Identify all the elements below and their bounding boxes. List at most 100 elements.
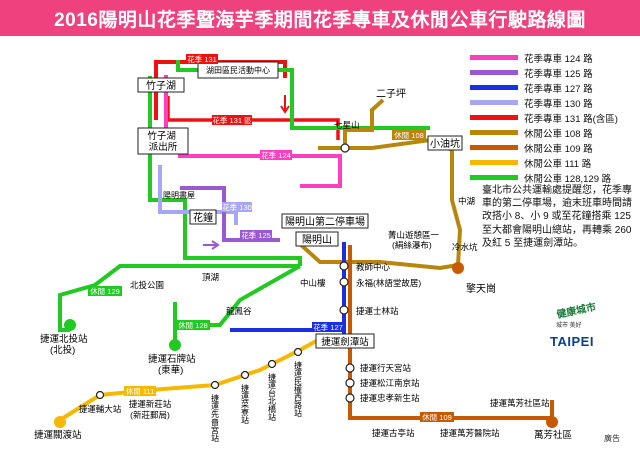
legend-swatch [470, 85, 518, 90]
legend-item: 花季專車 125 路 [470, 65, 638, 80]
tag-129: 休閒 129 [90, 286, 120, 296]
station-zhongshan-lou: 中山樓 [300, 278, 326, 288]
tag-131: 花季 131 [187, 54, 217, 64]
legend-label: 花季專車 125 路 [524, 68, 593, 80]
station-jiaoshi: 教師中心 [356, 262, 391, 272]
station-wanfang-comm: 捷運萬芳社區站 [490, 398, 550, 408]
legend-label: 休閒公車 128,129 路 [524, 173, 612, 185]
legend-item: 休閒公車 109 路 [470, 140, 638, 155]
legend-item: 花季專車 131 路(含區) [470, 110, 638, 125]
station-shipai: 捷運石牌站(東華) [148, 353, 196, 376]
station-jingshan: 菁山遊憩區一(絹絲瀑布) [388, 230, 440, 250]
station-yangmingshan: 陽明山 [302, 234, 332, 246]
notice-text: 臺北市公共運輸處提醒您，花季專車的第二停車場，逾末班車時間請改搭小 8、小 9 … [482, 185, 632, 249]
station-yongfu: 永福(林語堂故居) [356, 278, 421, 288]
footnote: 廣告 [604, 434, 620, 443]
station-xianse: 捷運先嗇宮站 [211, 393, 220, 443]
legend-swatch [470, 115, 518, 120]
logo-name: TAIPEI [550, 334, 594, 349]
legend-label: 花季專車 130 路 [524, 98, 593, 110]
station-zhuzihu: 竹子湖 [146, 79, 176, 92]
station-qingtiangang: 擎天崗 [466, 282, 496, 295]
logo-brand: 健康城市 [555, 301, 598, 321]
logo-sub: 城市 美好 [556, 323, 582, 329]
arrow-right-icon [203, 240, 220, 250]
station-flower-clock: 花鐘 [193, 211, 213, 224]
tag-108: 休閒 108 [394, 130, 424, 140]
tag-111: 休閒 111 [126, 386, 154, 396]
tag-130: 花季 130 [222, 202, 252, 212]
station-lengshuikeng: 冷水坑 [452, 242, 478, 252]
legend-item: 休閒公車 111 路 [470, 155, 638, 170]
tag-109: 休閒 109 [422, 412, 452, 422]
station-dingwan: 頂湖 [202, 272, 219, 282]
legend-label: 花季專車 124 路 [524, 53, 593, 65]
legend-item: 花季專車 127 路 [470, 80, 638, 95]
station-dot-beitou [64, 319, 76, 331]
station-minquan: 捷運民權西路站 [294, 360, 303, 418]
legend-swatch [470, 160, 518, 165]
station-zhonghu: 中湖 [458, 196, 475, 206]
station-guandu: 捷運關渡站 [34, 429, 82, 441]
legend-item: 休閒公車 128,129 路 [470, 170, 638, 185]
legend-item: 休閒公車 108 路 [470, 125, 638, 140]
route-128-129-line [58, 60, 430, 340]
station-dot-wanfang [546, 416, 558, 428]
station-xingtian: 捷運行天宮站 [360, 363, 412, 373]
legend-swatch [470, 70, 518, 75]
station-zhuzihu-police-l2: 派出所 [149, 141, 178, 153]
legend-item: 花季專車 124 路 [470, 50, 638, 65]
tag-124: 花季 124 [261, 150, 291, 160]
station-dot-guandu [54, 416, 66, 428]
tag-131b: 花季 131 區 [212, 115, 252, 125]
tag-128: 休閒 128 [178, 320, 208, 330]
legend-swatch [470, 145, 518, 150]
legend-label: 休閒公車 111 路 [524, 158, 592, 170]
map-title: 2016陽明山花季暨海芋季期間花季專車及休閒公車行駛路線圖 [54, 9, 586, 31]
station-taibei-bridge: 捷運台北橋站 [268, 372, 277, 422]
tag-125: 花季 125 [241, 230, 271, 240]
legend-label: 休閒公車 109 路 [524, 143, 593, 155]
station-dot-shipai [169, 339, 181, 351]
station-beitou: 捷運北投站(北投) [40, 333, 88, 356]
station-zhongxiao: 捷運忠孝新生站 [360, 393, 420, 403]
station-yangming-bookstore: 陽明書屋 [163, 190, 195, 200]
station-parking2: 陽明山第二停車場 [285, 215, 365, 228]
station-xiaoyoukeng: 小油坑 [430, 137, 460, 150]
station-songjiang: 捷運松江南京站 [360, 378, 420, 388]
station-zhuzihu-police: 竹子湖 派出所 [147, 130, 178, 153]
station-dongmen: 捷運萬芳醫院站 [440, 428, 500, 438]
legend-label: 花季專車 127 路 [524, 83, 593, 95]
station-beitou-park: 北投公園 [130, 280, 164, 290]
station-sanchong: 捷運菜寮站 [241, 383, 250, 425]
vertical-station-labels: 捷運先嗇宮站 捷運菜寮站 捷運台北橋站 捷運民權西路站 [211, 360, 303, 443]
legend-swatch [470, 100, 518, 105]
station-xinzhuang: 捷運新莊站(新莊郵局) [129, 399, 172, 420]
station-jiantan: 捷運劍潭站 [321, 336, 369, 348]
station-guting: 捷運古亭站 [372, 428, 415, 438]
legend-label: 休閒公車 108 路 [524, 128, 593, 140]
station-erziping: 二子坪 [376, 87, 406, 100]
station-huguo-center: 湖田區民活動中心 [206, 65, 270, 75]
route-legend: 花季專車 124 路 花季專車 125 路 花季專車 127 路 花季專車 13… [470, 50, 638, 185]
legend-swatch [470, 175, 518, 180]
taipei-logo: 健康城市 城市 美好 TAIPEI [536, 300, 608, 362]
legend-item: 花季專車 130 路 [470, 95, 638, 110]
legend-swatch [470, 55, 518, 60]
title-bar: 2016陽明山花季暨海芋季期間花季專車及休閒公車行駛路線圖 [0, 0, 640, 36]
route-124-line [164, 75, 342, 188]
arrow-down-icon [280, 95, 290, 114]
station-xinbeitou: 捷運輔大站 [79, 404, 122, 414]
legend-label: 花季專車 131 路(含區) [524, 113, 618, 125]
station-qixingshan: 七星山 [334, 120, 360, 130]
route-131-inner-line [166, 96, 340, 140]
station-dot-qingtiangang [452, 262, 464, 274]
station-wanfang: 萬芳社區 [534, 429, 572, 441]
station-zhuzihu-police-l1: 竹子湖 [147, 130, 176, 142]
tag-127: 花季 127 [313, 322, 343, 332]
legend-swatch [470, 130, 518, 135]
station-shilin: 捷運士林站 [356, 306, 399, 316]
route-tags: 花季 131 花季 131 區 花季 124 花季 130 花季 125 花季 … [88, 54, 454, 422]
station-longfeng: 龍鳳谷 [226, 306, 252, 316]
